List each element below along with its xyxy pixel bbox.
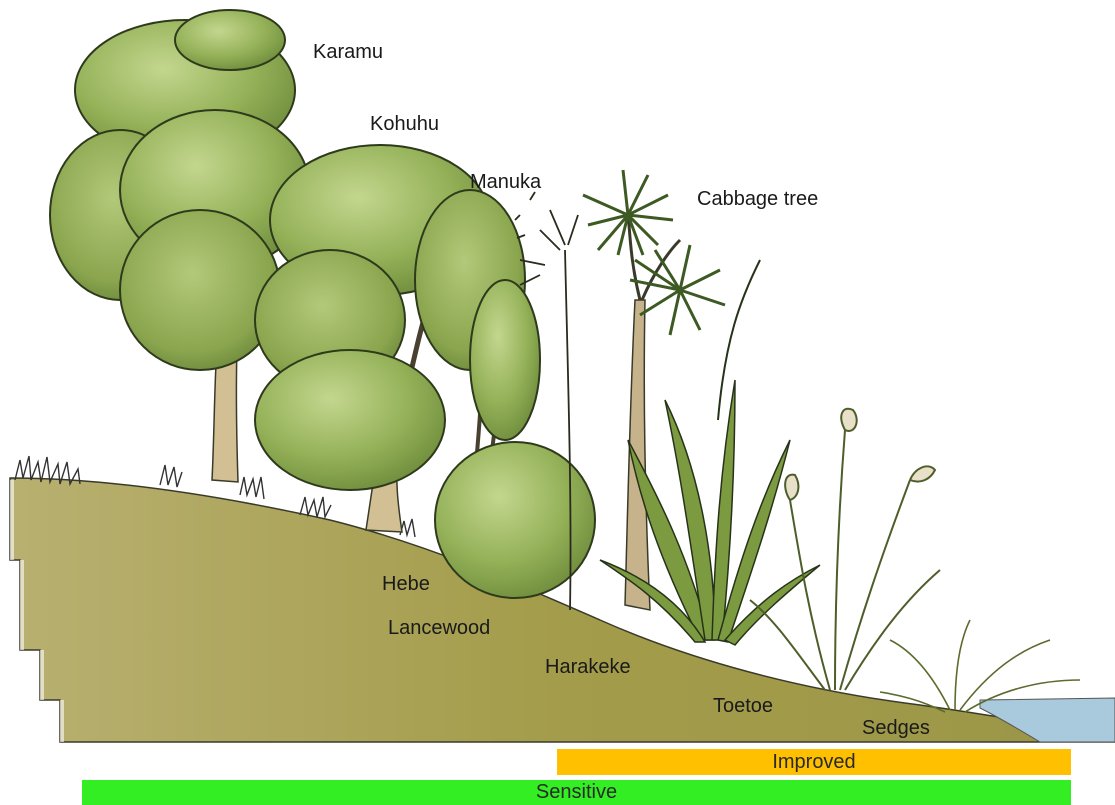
label-lancewood: Lancewood [388,617,490,639]
improved-band: Improved [557,749,1071,775]
label-manuka: Manuka [470,171,542,193]
label-sedges: Sedges [862,717,930,739]
label-cabbage-tree: Cabbage tree [697,188,818,210]
label-harakeke: Harakeke [545,656,631,678]
label-kohuhu: Kohuhu [370,113,439,135]
sedges-plant [880,620,1080,712]
toetoe-plant [750,409,940,690]
label-karamu: Karamu [313,41,383,63]
label-toetoe: Toetoe [713,695,773,717]
label-hebe: Hebe [382,573,430,595]
sensitive-band-label: Sensitive [536,781,617,804]
sensitive-band: Sensitive [82,780,1071,805]
improved-band-label: Improved [772,751,855,774]
